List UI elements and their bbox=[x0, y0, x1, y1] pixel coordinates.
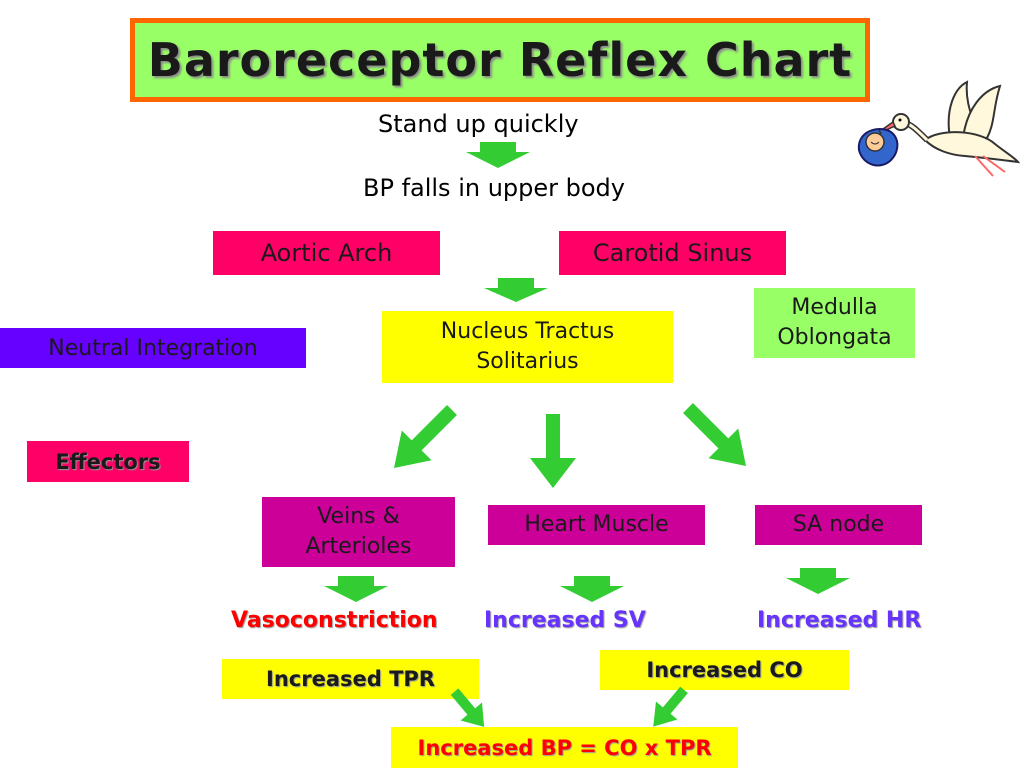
veins-line-1: Veins & bbox=[317, 504, 400, 529]
increased-sv-result: Increased SV bbox=[484, 608, 646, 633]
heart-muscle-label: Heart Muscle bbox=[524, 512, 669, 537]
green-arrow-icon bbox=[786, 568, 850, 594]
final-outcome-label: Increased BP = CO x TPR bbox=[417, 735, 712, 760]
increased-co-box: Increased CO bbox=[600, 650, 849, 690]
green-arrow-icon bbox=[394, 405, 457, 468]
green-arrow-icon bbox=[484, 278, 548, 302]
green-arrow-icon bbox=[466, 142, 530, 168]
stand-up-step: Stand up quickly bbox=[378, 110, 579, 138]
green-arrow-icon bbox=[530, 414, 576, 488]
effectors-label: Effectors bbox=[55, 449, 161, 474]
veins-arterioles-box: Veins & Arterioles bbox=[262, 497, 455, 567]
page-title: Baroreceptor Reflex Chart bbox=[147, 33, 853, 87]
vasoconstriction-result: Vasoconstriction bbox=[231, 608, 438, 633]
veins-line-2: Arterioles bbox=[305, 534, 412, 559]
sa-node-box: SA node bbox=[755, 505, 922, 545]
increased-tpr-label: Increased TPR bbox=[266, 667, 435, 691]
green-arrow-icon bbox=[324, 576, 388, 602]
stork-carrying-baby-icon bbox=[857, 80, 1020, 177]
aortic-arch-label: Aortic Arch bbox=[260, 239, 393, 267]
effectors-box: Effectors bbox=[27, 441, 189, 482]
neutral-integration-box: Neutral Integration bbox=[0, 328, 306, 368]
medulla-line-1: Medulla bbox=[791, 295, 878, 320]
carotid-sinus-label: Carotid Sinus bbox=[592, 239, 753, 267]
increased-hr-result: Increased HR bbox=[757, 608, 922, 633]
green-arrow-icon bbox=[683, 403, 746, 466]
sa-node-label: SA node bbox=[792, 512, 885, 537]
green-arrow-icon bbox=[450, 688, 485, 727]
neutral-integration-label: Neutral Integration bbox=[48, 335, 258, 361]
carotid-sinus-box: Carotid Sinus bbox=[559, 231, 786, 275]
increased-co-label: Increased CO bbox=[646, 658, 803, 682]
medulla-line-2: Oblongata bbox=[777, 325, 892, 350]
increased-tpr-box: Increased TPR bbox=[222, 659, 479, 699]
green-arrow-icon bbox=[560, 576, 624, 602]
nts-line-1: Nucleus Tractus bbox=[440, 319, 615, 344]
final-outcome-box: Increased BP = CO x TPR bbox=[391, 727, 738, 768]
medulla-oblongata-box: Medulla Oblongata bbox=[754, 288, 915, 358]
heart-muscle-box: Heart Muscle bbox=[488, 505, 705, 545]
aortic-arch-box: Aortic Arch bbox=[213, 231, 440, 275]
nts-line-2: Solitarius bbox=[476, 349, 579, 374]
green-arrow-icon bbox=[653, 686, 688, 727]
title-box: Baroreceptor Reflex Chart bbox=[130, 18, 870, 102]
bp-falls-step: BP falls in upper body bbox=[363, 174, 625, 202]
nucleus-tractus-solitarius-box: Nucleus Tractus Solitarius bbox=[382, 311, 673, 383]
